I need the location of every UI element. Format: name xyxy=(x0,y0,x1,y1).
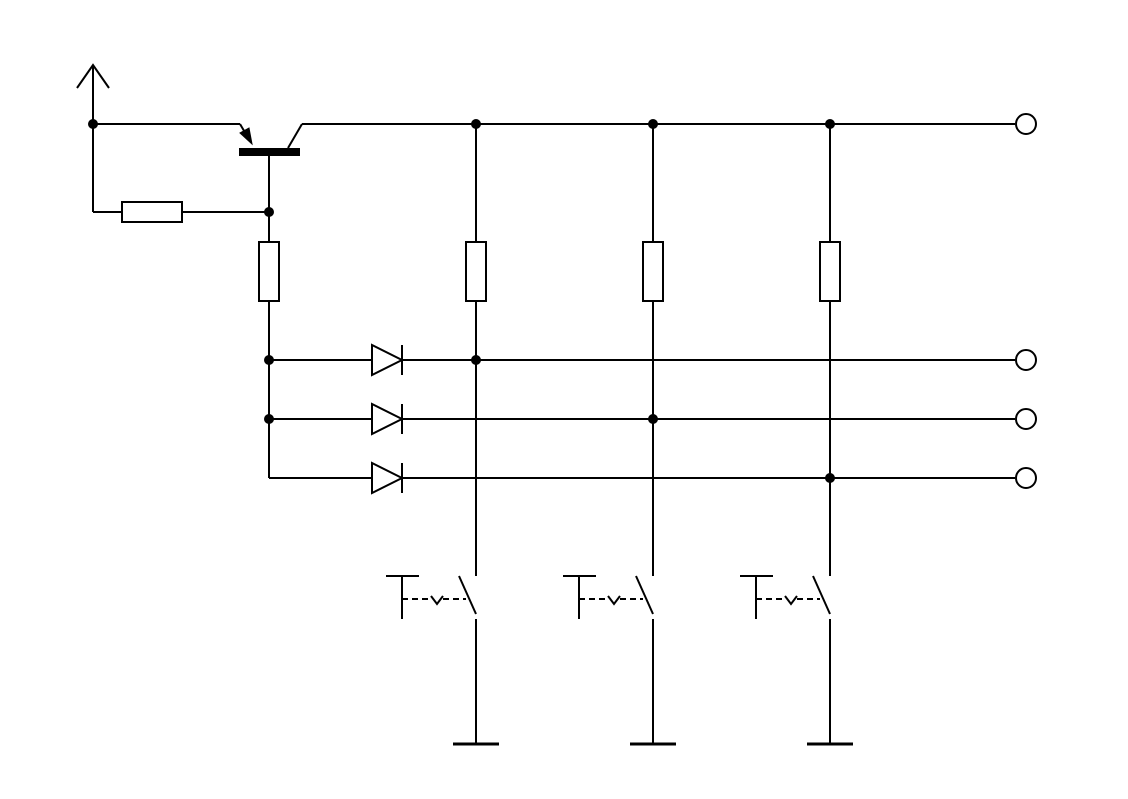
column-1 xyxy=(465,124,487,576)
diode-row-1 xyxy=(269,343,1015,377)
push-button-switch-icon xyxy=(740,575,831,744)
diode-row-3 xyxy=(269,461,1015,495)
open-terminal-icon xyxy=(1015,467,1037,489)
junction-dot xyxy=(264,414,274,424)
pnp-transistor-icon xyxy=(239,123,303,156)
open-terminal-icon xyxy=(1015,349,1037,371)
junction-dot xyxy=(825,119,835,129)
schematic-ink xyxy=(76,63,1037,746)
diode-row-2 xyxy=(269,402,1015,436)
junction-dot xyxy=(471,119,481,129)
junction-dot xyxy=(648,119,658,129)
open-terminal-icon xyxy=(1015,113,1037,135)
column-3 xyxy=(819,124,841,576)
junction-dot xyxy=(471,355,481,365)
junction-dots xyxy=(88,119,835,483)
column-2 xyxy=(642,124,664,576)
junction-dot xyxy=(264,355,274,365)
open-terminal-icon xyxy=(1015,408,1037,430)
junction-dot xyxy=(88,119,98,129)
junction-dot xyxy=(825,473,835,483)
push-button-switch-icon xyxy=(563,575,654,744)
push-button-switch-icon xyxy=(386,575,477,744)
junction-dot xyxy=(264,207,274,217)
junction-dot xyxy=(648,414,658,424)
supply-arrow-icon xyxy=(76,63,110,124)
